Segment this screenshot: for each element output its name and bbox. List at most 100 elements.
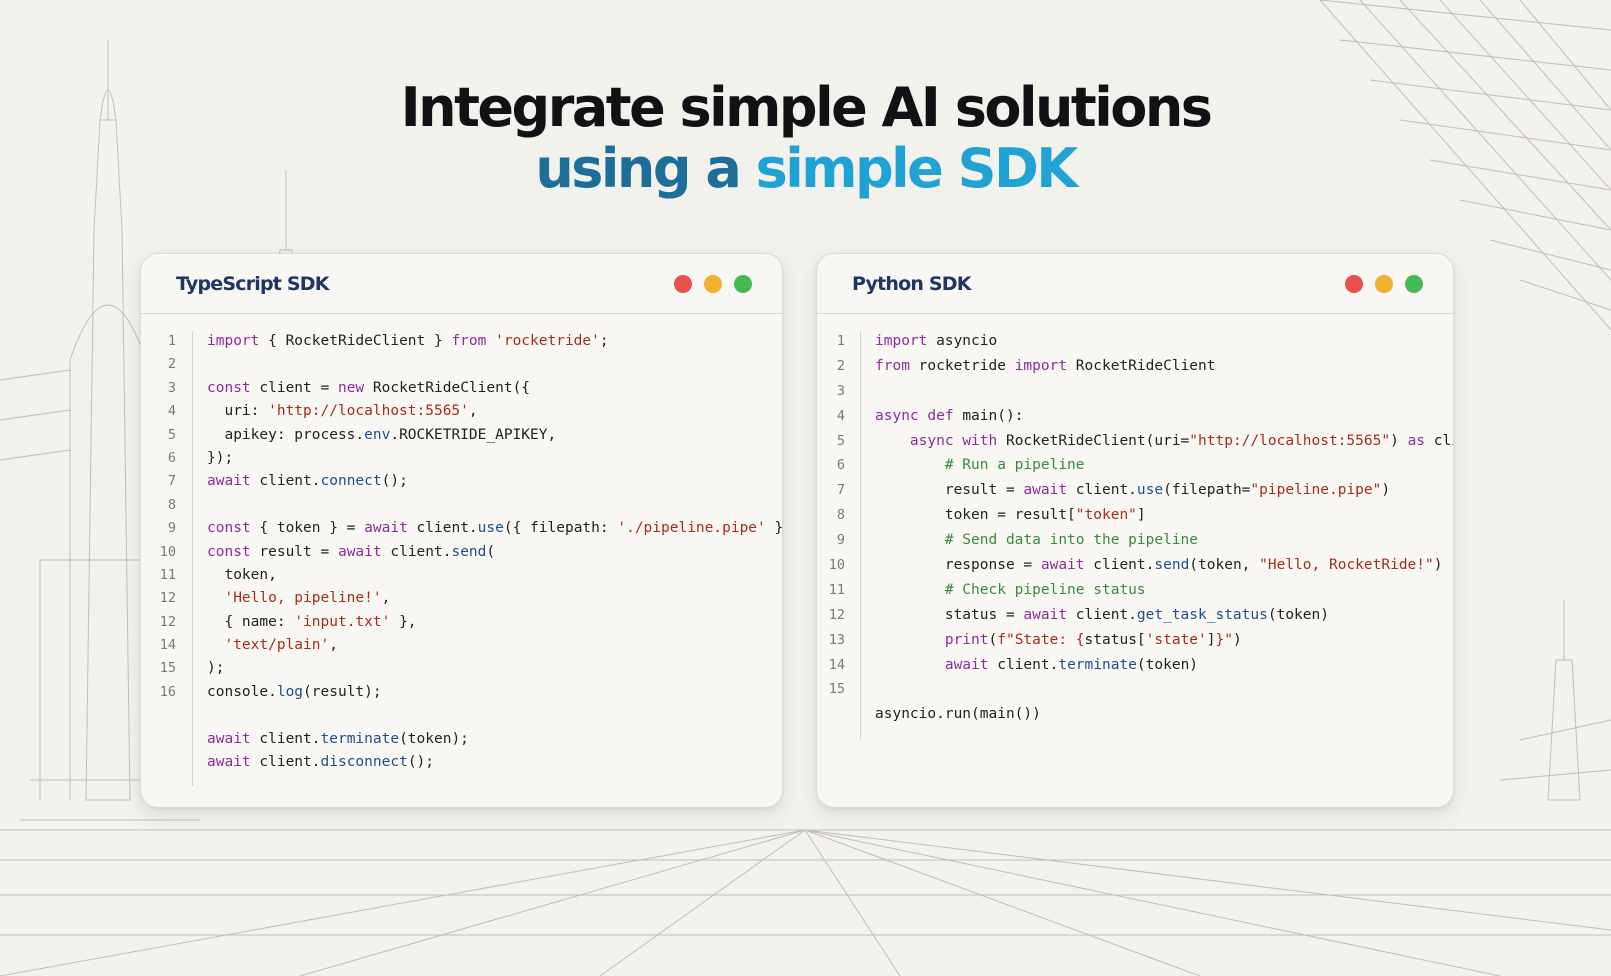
code-token: send [451, 543, 487, 560]
code-token: ); [207, 660, 225, 677]
maximize-dot[interactable] [734, 274, 752, 293]
code-token: client. [250, 730, 321, 747]
code-token: (filepath= [1163, 482, 1251, 499]
line-number: 14 [828, 656, 845, 673]
minimize-dot[interactable] [1375, 274, 1393, 293]
code-token: apikey: process. [207, 426, 365, 443]
code-token: client. [381, 543, 452, 560]
code-line [141, 705, 782, 728]
code-token: './pipeline.pipe' [617, 520, 766, 537]
maximize-dot[interactable] [1405, 274, 1423, 293]
code-token: (); [407, 754, 435, 771]
line-number: 2 [167, 356, 176, 373]
window-title: Python SDK [852, 272, 971, 295]
code-text: await client.connect(); [207, 473, 408, 489]
code-token: 'rocketride' [495, 333, 600, 349]
code-token: RocketRideClient({ [364, 379, 531, 396]
code-token: as [1407, 432, 1426, 449]
code-token: await [207, 473, 251, 490]
code-text: console.log(result); [207, 684, 382, 700]
code-text: 'text/plain', [207, 637, 338, 653]
code-line: 11 # Check pipeline status [817, 580, 1453, 605]
code-token: client. [1067, 606, 1137, 623]
headline-accent-bright: simple SDK [755, 137, 1079, 201]
line-number: 1 [836, 333, 845, 349]
code-token: RocketRideClient [1067, 357, 1216, 374]
code-token: ) [1232, 631, 1242, 648]
code-token: async [909, 432, 954, 449]
code-line: 15); [141, 658, 782, 681]
code-token [207, 590, 224, 606]
code-token: result = [875, 482, 1024, 499]
code-token: client. [1084, 557, 1155, 574]
line-number: 13 [828, 631, 845, 648]
code-line: 3 [817, 381, 1453, 406]
code-token: asyncio.run(main()) [875, 706, 1041, 723]
code-line: 2 [141, 354, 782, 377]
minimize-dot[interactable] [704, 274, 722, 293]
code-token: client. [988, 656, 1059, 673]
code-text: { name: 'input.txt' }, [207, 613, 416, 630]
code-text: uri: 'http://localhost:5565', [207, 403, 478, 420]
code-token: 'http://localhost:5565' [268, 403, 469, 420]
code-text: const result = await client.send( [207, 544, 495, 560]
code-text: apikey: process.env.ROCKETRIDE_APIKEY, [207, 427, 556, 443]
close-dot[interactable] [674, 274, 692, 293]
code-token: , [468, 403, 478, 420]
code-token: (token); [399, 730, 469, 747]
code-text: async with RocketRideClient(uri="http://… [875, 432, 1453, 449]
line-number: 10 [828, 557, 845, 574]
code-token: 'input.txt' [294, 613, 391, 630]
code-text: await client.terminate(token) [875, 657, 1198, 673]
headline-line-2: using a simple SDK [0, 139, 1611, 198]
code-line: 14 'text/plain', [141, 635, 782, 658]
line-number: 12 [828, 606, 845, 623]
code-token: client. [250, 473, 321, 490]
code-token: token, [207, 566, 277, 583]
line-number: 9 [167, 520, 176, 537]
code-token: 'Hello, pipeline!' [224, 590, 382, 607]
code-line: 13 print(f"State: {status['state']}") [817, 630, 1453, 655]
code-token: await [207, 754, 251, 771]
code-token [875, 433, 910, 449]
code-token: await [1023, 606, 1068, 623]
code-token: from [875, 357, 910, 374]
code-token: .ROCKETRIDE_APIKEY, [390, 426, 557, 443]
code-text: token = result["token"] [875, 507, 1146, 523]
code-token: ) [1390, 432, 1408, 449]
code-text: import asyncio [875, 333, 997, 349]
headline: Integrate simple AI solutions using a si… [0, 78, 1611, 199]
code-text: 'Hello, pipeline!', [207, 590, 390, 606]
line-number: 7 [836, 482, 845, 499]
code-token: status = [875, 606, 1024, 623]
line-number: 15 [828, 681, 845, 698]
code-token [875, 632, 945, 648]
window-controls [1345, 274, 1423, 293]
code-line: 9 # Send data into the pipeline [817, 530, 1453, 555]
code-token: await [1040, 557, 1085, 574]
line-number: 3 [167, 379, 176, 396]
code-token: ) [1433, 557, 1443, 574]
code-line: 5 apikey: process.env.ROCKETRIDE_APIKEY, [141, 425, 782, 448]
line-number: 6 [836, 457, 845, 474]
code-text: # Send data into the pipeline [875, 532, 1198, 548]
code-token: ) [1381, 482, 1391, 499]
window-header: TypeScript SDK [141, 254, 782, 314]
code-line: 11 token, [141, 565, 782, 588]
code-token: }); [207, 449, 234, 466]
code-token: new [337, 379, 365, 396]
code-token: const [207, 379, 251, 396]
code-token: const [207, 520, 251, 537]
line-number: 1 [167, 333, 176, 349]
code-token: async [875, 407, 919, 424]
code-token: { name: [207, 613, 295, 630]
close-dot[interactable] [1345, 274, 1363, 293]
gutter-divider [860, 331, 861, 740]
